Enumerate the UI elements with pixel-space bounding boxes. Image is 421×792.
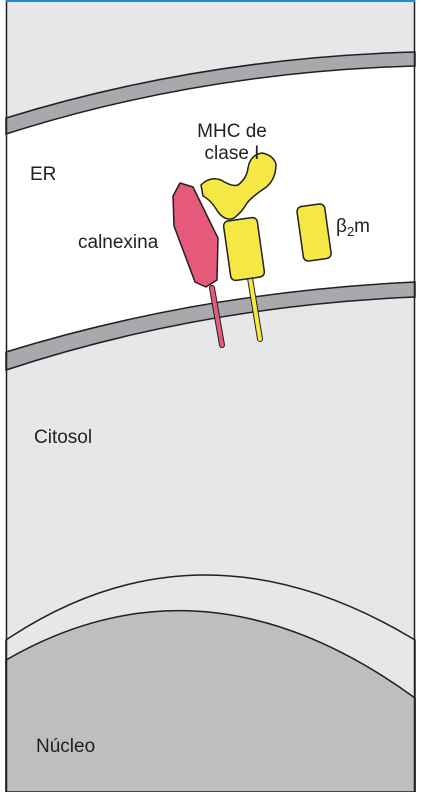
mhc-class-i-label: MHC de clase I [182, 121, 282, 165]
mhc-alpha3-domain [223, 217, 265, 281]
cytosol-label: Citosol [34, 427, 92, 449]
er-label: ER [30, 164, 56, 186]
nucleus-label: Núcleo [36, 736, 95, 758]
mhc-label-line-1: MHC de [182, 121, 282, 143]
mhc-label-line-2: clase I [182, 143, 282, 165]
calnexin-label: calnexina [78, 232, 158, 254]
beta2-microglobulin-label: β2m [336, 216, 370, 243]
beta-suffix: m [354, 216, 370, 237]
beta-symbol: β [336, 216, 347, 237]
